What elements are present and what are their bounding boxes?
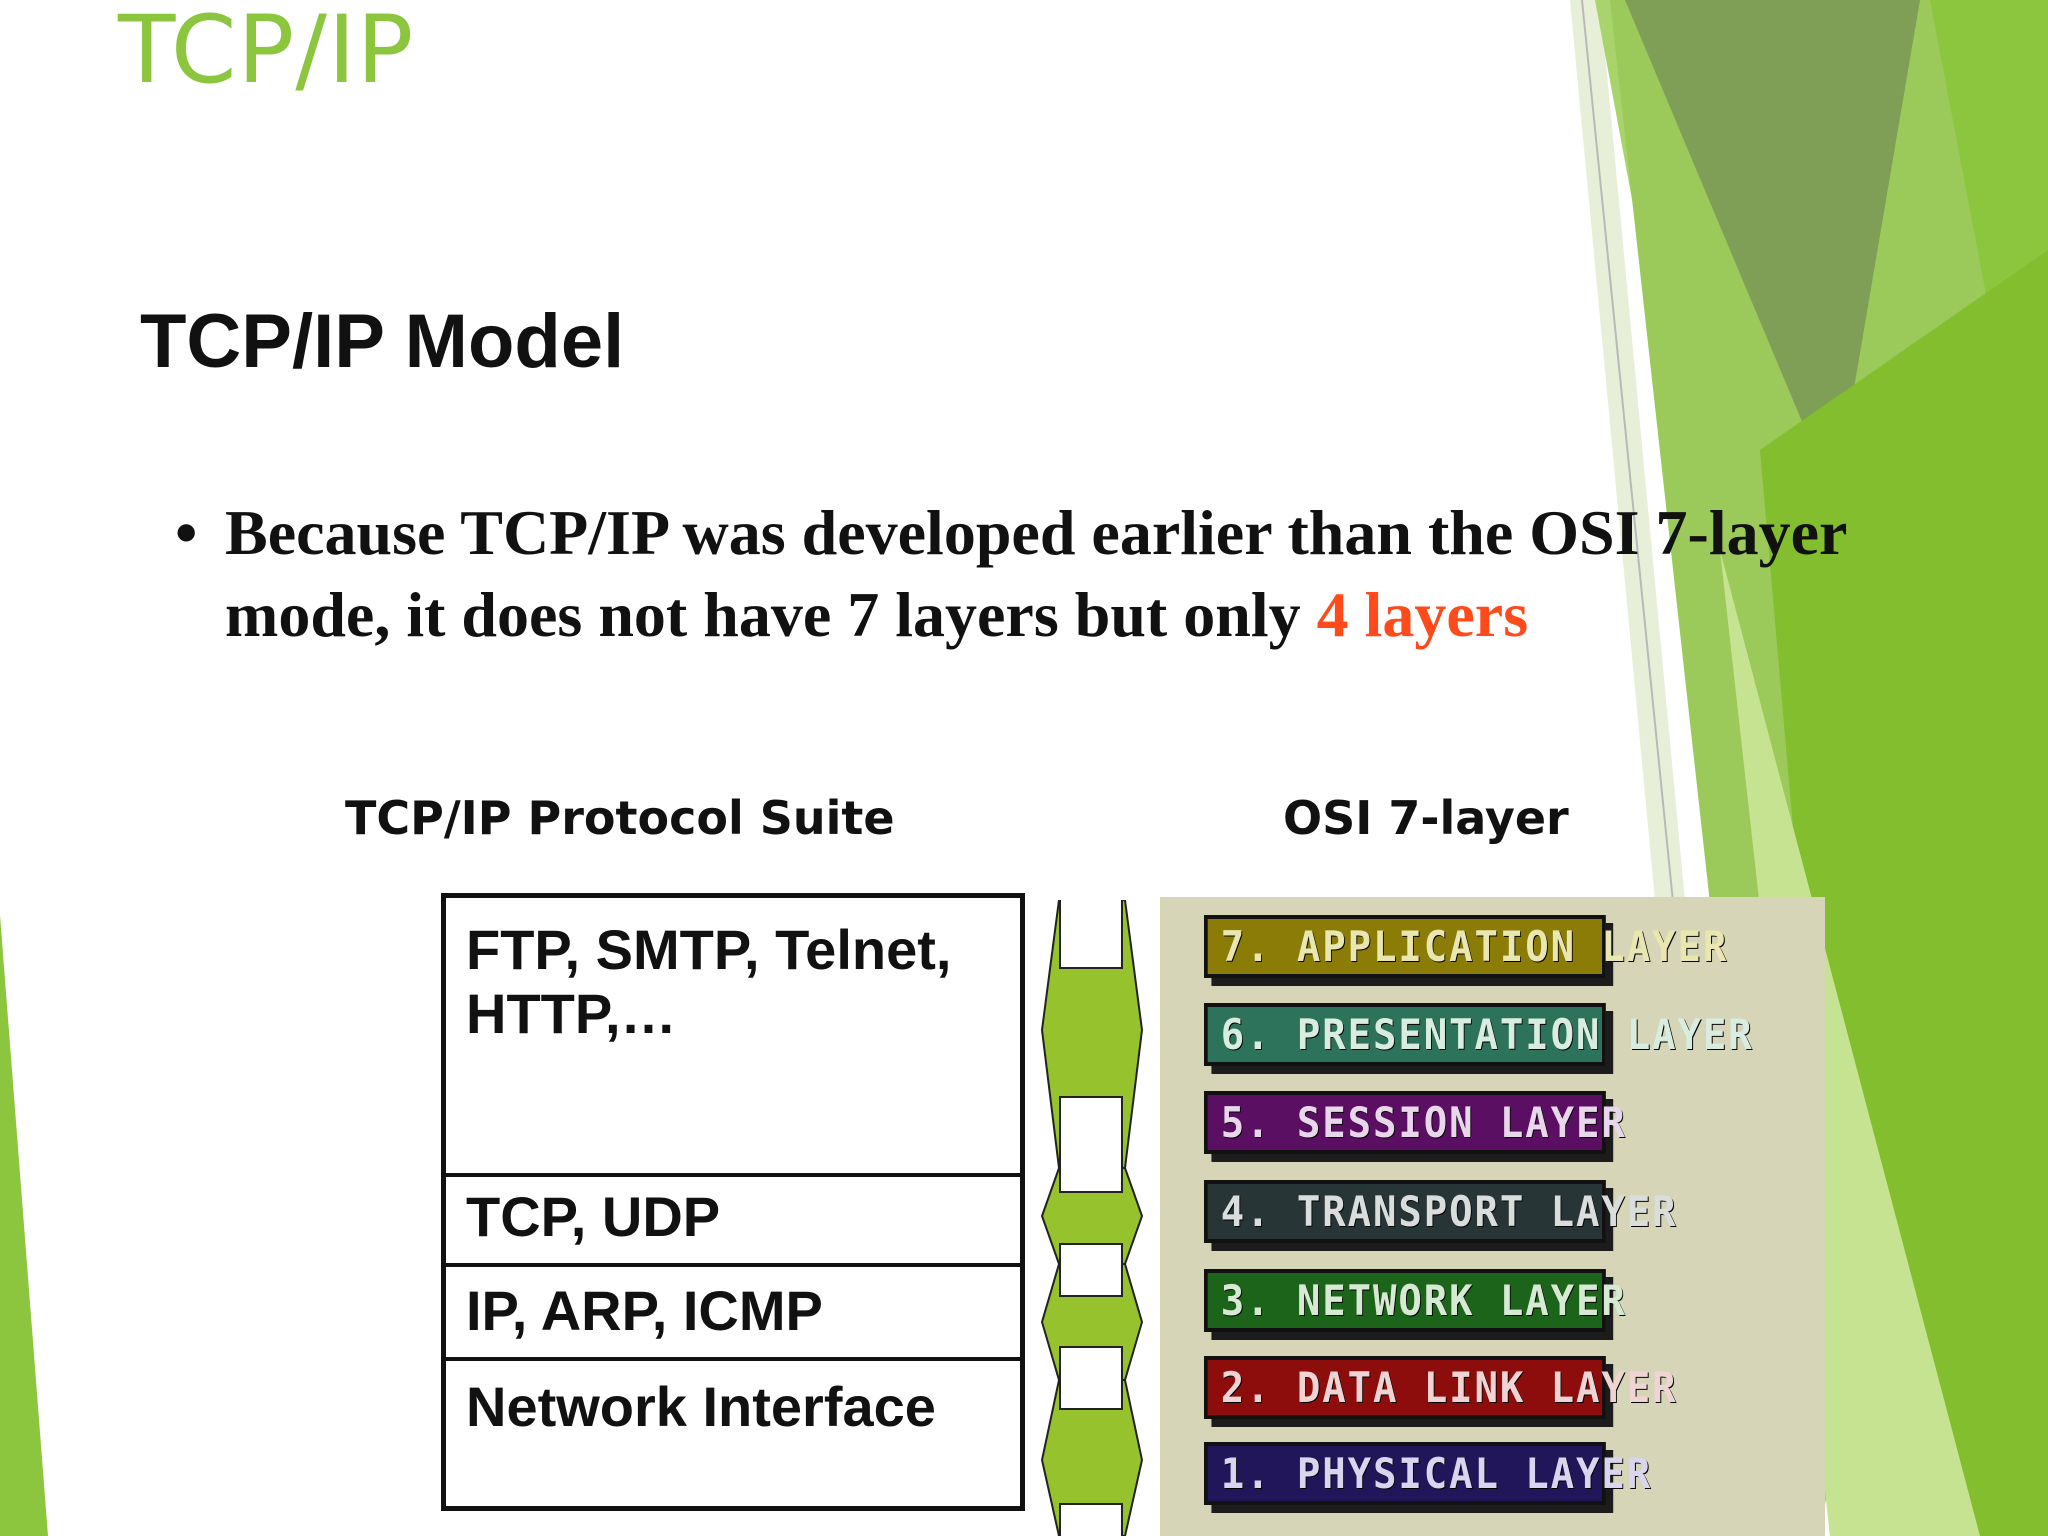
tcpip-transport-layer: TCP, UDP <box>446 1177 1020 1267</box>
mapping-gap-top <box>1059 900 1123 969</box>
osi-network-layer: 3. NETWORK LAYER <box>1204 1269 1625 1332</box>
tcpip-suite-label: TCP/IP Protocol Suite <box>345 791 895 845</box>
osi-physical-layer: 1. PHYSICAL LAYER <box>1204 1442 1650 1505</box>
osi-session-layer: 5. SESSION LAYER <box>1204 1091 1625 1154</box>
bullet-line-2-text: mode, it does not have 7 layers but only <box>225 579 1317 650</box>
osi-data-link-layer: 2. DATA LINK LAYER <box>1204 1356 1676 1419</box>
tcpip-application-protocols-line-1: FTP, SMTP, Telnet, <box>466 918 952 981</box>
highlighted-layer-count: 4 layers <box>1316 579 1529 650</box>
tcpip-network-interface-layer: Network Interface <box>446 1361 1020 1511</box>
osi-application-layer: 7. APPLICATION LAYER <box>1204 915 1726 978</box>
mapping-gap-1 <box>1059 1096 1123 1193</box>
osi-transport-layer: 4. TRANSPORT LAYER <box>1204 1180 1676 1243</box>
mapping-gap-3 <box>1059 1346 1123 1410</box>
tcpip-internet-protocols: IP, ARP, ICMP <box>466 1279 823 1342</box>
tcpip-network-interface-label: Network Interface <box>466 1375 936 1438</box>
tcpip-layer-stack: FTP, SMTP, Telnet, HTTP,… TCP, UDP IP, A… <box>441 893 1025 1511</box>
mapping-gap-2 <box>1059 1243 1123 1297</box>
model-heading: TCP/IP Model <box>140 299 625 384</box>
mapping-arrow-physical <box>1040 1379 1144 1536</box>
mapping-gap-bottom <box>1059 1503 1123 1536</box>
osi-presentation-layer: 6. PRESENTATION LAYER <box>1204 1003 1752 1066</box>
osi-layer-stack: 7. APPLICATION LAYER 6. PRESENTATION LAY… <box>1160 897 1825 1536</box>
bullet-symbol: • <box>175 497 198 568</box>
layer-mapping-arrows <box>1040 900 1144 1536</box>
bullet-line-1: Because TCP/IP was developed earlier tha… <box>225 497 1848 568</box>
tcpip-internet-layer: IP, ARP, ICMP <box>446 1267 1020 1361</box>
tcpip-transport-protocols: TCP, UDP <box>466 1185 721 1248</box>
osi-model-label: OSI 7-layer <box>1283 791 1569 845</box>
bullet-line-2: mode, it does not have 7 layers but only… <box>225 574 1528 656</box>
slide-title: TCP/IP <box>118 0 415 105</box>
tcpip-application-protocols-line-2: HTTP,… <box>466 982 677 1045</box>
tcpip-application-layer: FTP, SMTP, Telnet, HTTP,… <box>446 898 1020 1177</box>
